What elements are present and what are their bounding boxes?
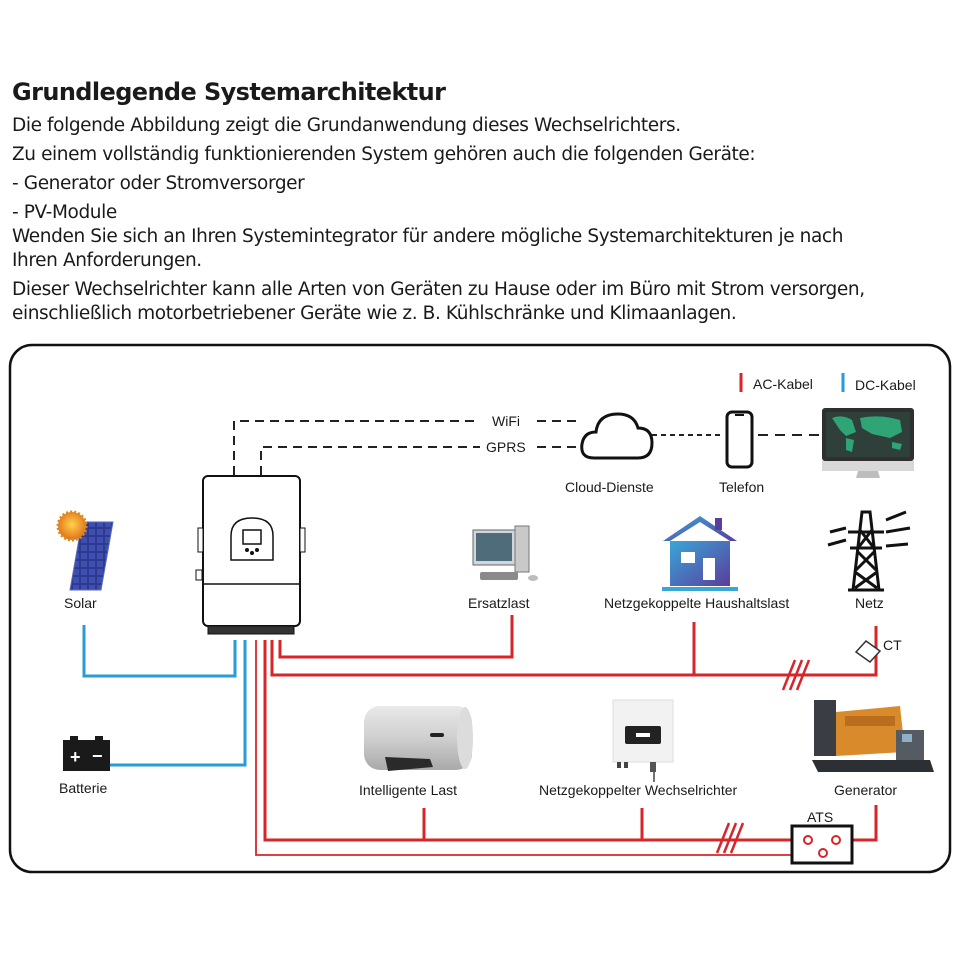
intro-line: Die folgende Abbildung zeigt die Grundan… <box>12 115 681 136</box>
intro-line: - PV-Module <box>12 202 117 223</box>
backup-load-label: Ersatzlast <box>468 595 530 611</box>
grid-tie-inverter-label: Netzgekoppelter Wechselrichter <box>539 782 738 798</box>
three-phase-mark <box>781 659 811 691</box>
battery-label: Batterie <box>59 780 107 796</box>
wifi-label: WiFi <box>492 413 520 429</box>
legend-dc-label: DC-Kabel <box>855 377 916 393</box>
solar-label: Solar <box>64 595 97 611</box>
gprs-link <box>260 446 578 475</box>
phone-icon <box>725 410 754 469</box>
phone-label: Telefon <box>719 479 764 495</box>
diagram-frame <box>8 343 952 874</box>
battery-icon: + − <box>63 736 110 771</box>
intro-section: Grundlegende Systemarchitektur Die folge… <box>12 78 972 326</box>
ats-switch-icon <box>790 824 854 865</box>
intro-line: - Generator oder Stromversorger <box>12 173 305 194</box>
home-load-label: Netzgekoppelte Haushaltslast <box>604 595 789 611</box>
gprs-label: GPRS <box>486 439 526 455</box>
intro-line: Ihren Anforderungen. <box>12 250 202 271</box>
ct-sensor-icon <box>854 640 882 663</box>
computer-icon <box>472 525 538 581</box>
ats-label: ATS <box>807 809 833 825</box>
battery-plus-sign: + <box>70 747 81 767</box>
hybrid-inverter-icon <box>195 475 306 635</box>
legend-ac-label: AC-Kabel <box>753 376 813 392</box>
house-icon <box>662 516 738 591</box>
grid-tie-inverter-icon <box>612 699 674 782</box>
battery-dc-cable <box>110 640 247 767</box>
solar-dc-cable <box>82 625 237 678</box>
ac-cables <box>255 615 878 856</box>
solar-panel-icon <box>56 510 114 591</box>
grid-tower-icon <box>827 510 911 592</box>
generator-icon <box>812 700 934 772</box>
intro-line: einschließlich motorbetriebener Geräte w… <box>12 303 737 324</box>
water-heater-icon <box>364 706 473 771</box>
intro-line: Wenden Sie sich an Ihren Systemintegrato… <box>12 226 844 247</box>
generator-label: Generator <box>834 782 897 798</box>
cloud-icon <box>580 412 654 460</box>
three-phase-mark <box>715 822 745 854</box>
monitor-icon <box>822 408 914 478</box>
intro-line: Dieser Wechselrichter kann alle Arten vo… <box>12 279 865 300</box>
cloud-label: Cloud-Dienste <box>565 479 654 495</box>
smart-load-label: Intelligente Last <box>359 782 457 798</box>
battery-minus-sign: − <box>92 746 103 766</box>
ct-label: CT <box>883 637 902 653</box>
grid-label: Netz <box>855 595 884 611</box>
page-title: Grundlegende Systemarchitektur <box>12 78 446 106</box>
intro-line: Zu einem vollständig funktionierenden Sy… <box>12 144 756 165</box>
wifi-link <box>233 420 578 475</box>
